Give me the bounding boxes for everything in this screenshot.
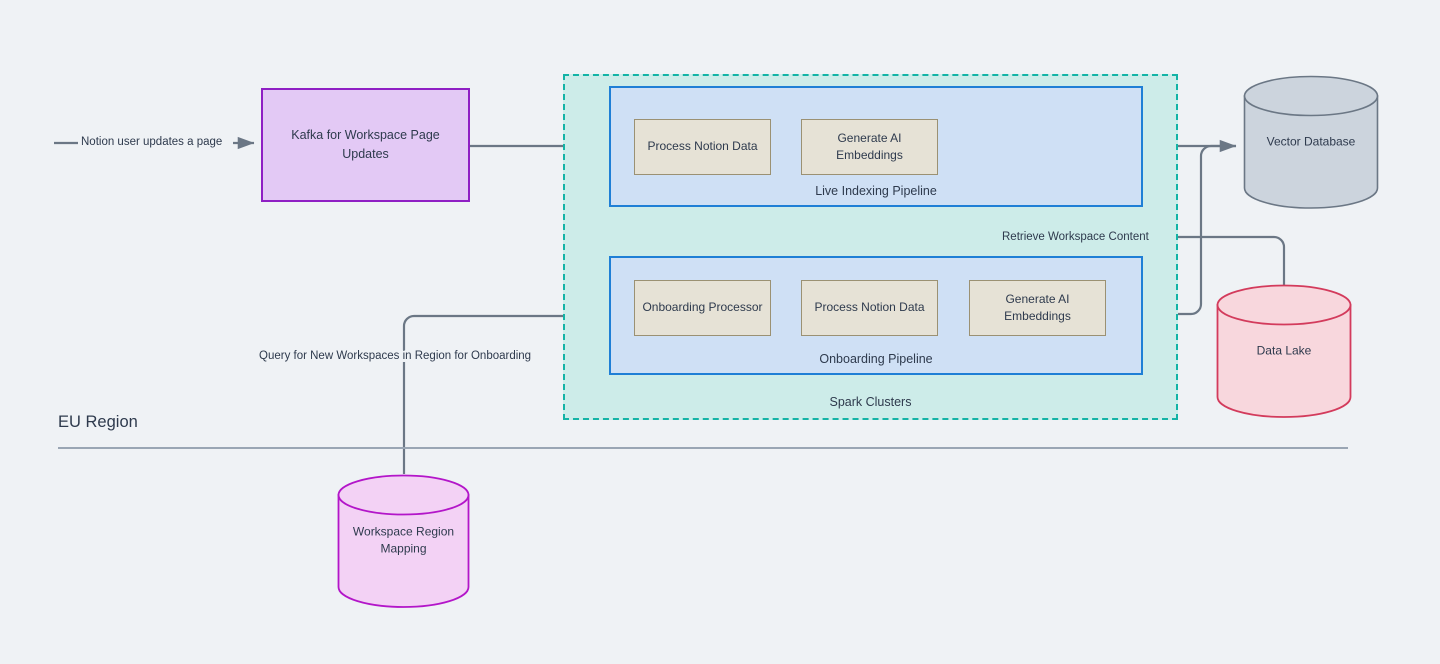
task-process-notion-data-live[interactable]: Process Notion Data: [634, 119, 771, 175]
task-label: Generate AI Embeddings: [1004, 291, 1071, 323]
live-indexing-pipeline-label: Live Indexing Pipeline: [815, 184, 937, 198]
eu-region-divider: [58, 447, 1348, 449]
edge-label-query-for-new-workspaces: Query for New Workspaces in Region for O…: [256, 350, 535, 362]
workspace-region-mapping-label: Workspace Region Mapping: [352, 524, 455, 556]
vector-database-node[interactable]: Vector Database: [1243, 75, 1379, 209]
task-onboarding-processor[interactable]: Onboarding Processor: [634, 280, 771, 336]
data-lake-label: Data Lake: [1256, 343, 1312, 358]
workspace-region-mapping-node[interactable]: Workspace Region Mapping: [337, 474, 470, 608]
spark-clusters-label: Spark Clusters: [829, 395, 912, 409]
edge-label-retrieve-workspace-content: Retrieve Workspace Content: [999, 231, 1152, 243]
database-cylinder-icon: [337, 474, 470, 608]
task-label: Process Notion Data: [647, 139, 758, 154]
onboarding-pipeline-label: Onboarding Pipeline: [819, 352, 933, 366]
kafka-node-label: Kafka for Workspace Page Updates: [291, 127, 440, 161]
task-generate-ai-embeddings-onboarding[interactable]: Generate AI Embeddings: [969, 280, 1106, 336]
database-cylinder-icon: [1243, 75, 1379, 209]
task-label: Generate AI Embeddings: [836, 130, 903, 162]
data-lake-node[interactable]: Data Lake: [1216, 284, 1352, 418]
task-label: Process Notion Data: [814, 300, 925, 315]
task-generate-ai-embeddings-live[interactable]: Generate AI Embeddings: [801, 119, 938, 175]
database-cylinder-icon: [1216, 284, 1352, 418]
eu-region-title: EU Region: [58, 413, 138, 431]
task-label: Onboarding Processor: [642, 300, 763, 315]
kafka-workspace-page-updates-node[interactable]: Kafka for Workspace Page Updates: [261, 88, 470, 202]
task-process-notion-data-onboarding[interactable]: Process Notion Data: [801, 280, 938, 336]
edge-label-notion-user-updates-a-page: Notion user updates a page: [78, 136, 226, 148]
vector-database-label: Vector Database: [1266, 134, 1356, 149]
